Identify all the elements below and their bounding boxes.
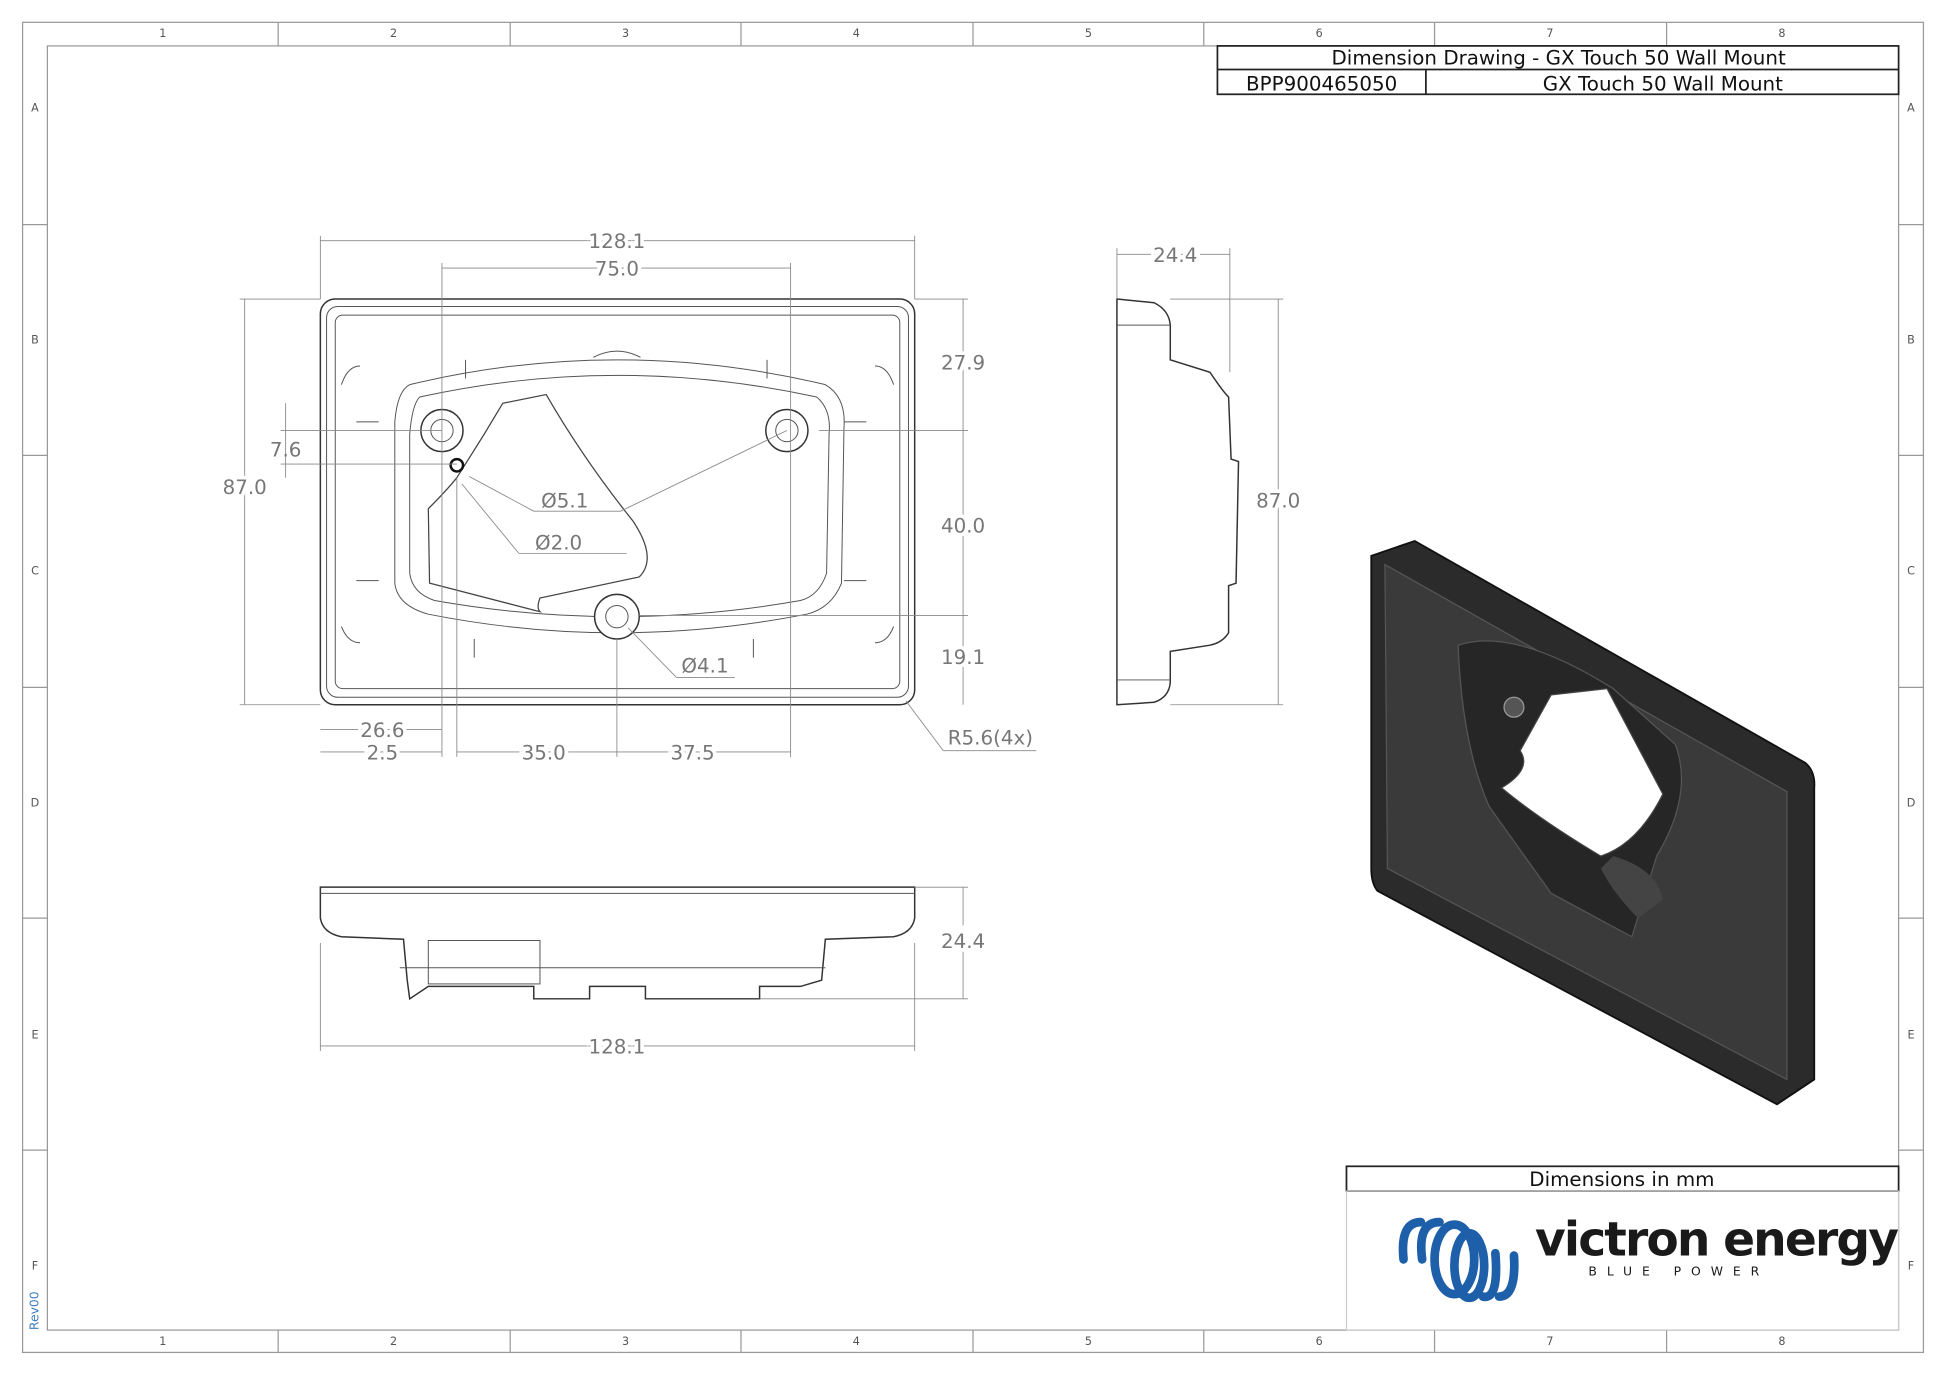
dim-corner-radius: R5.6(4x) — [948, 726, 1033, 749]
part-number: BPP900465050 — [1246, 73, 1397, 96]
dim-left-2-5: 2.5 — [367, 741, 399, 764]
svg-text:6: 6 — [1316, 1335, 1323, 1348]
grid-column-labels-bottom: 1 2 3 4 5 6 7 8 — [159, 1335, 1785, 1348]
dim-overall-height: 87.0 — [223, 476, 267, 499]
svg-text:1: 1 — [159, 27, 166, 40]
victron-logo: victron energy BLUE POWER — [1398, 1213, 1900, 1303]
svg-text:4: 4 — [853, 27, 860, 40]
dim-hole-spacing: 75.0 — [595, 257, 639, 280]
dim-hole-5-1: Ø5.1 — [541, 489, 588, 512]
svg-text:E: E — [1907, 1029, 1914, 1042]
dim-top-27-9: 27.9 — [941, 352, 985, 375]
svg-text:3: 3 — [622, 27, 629, 40]
units-note: Dimensions in mm — [1529, 1168, 1714, 1191]
logo-tagline: BLUE POWER — [1588, 1263, 1769, 1278]
grid-column-labels-top: 1 2 3 4 5 6 7 8 — [159, 27, 1785, 40]
svg-text:C: C — [31, 564, 39, 577]
svg-text:C: C — [1907, 564, 1915, 577]
dim-bottom-depth: 24.4 — [941, 930, 985, 953]
revision-label: Rev00 — [27, 1291, 42, 1330]
bottom-view: 24.4 128.1 — [319, 886, 989, 1062]
sheet-border — [21, 21, 1925, 1354]
part-name: GX Touch 50 Wall Mount — [1543, 73, 1783, 96]
svg-text:D: D — [1907, 796, 1916, 809]
dim-hole-2-0: Ø2.0 — [535, 532, 582, 555]
dim-side-height: 87.0 — [1256, 489, 1300, 512]
svg-text:1: 1 — [159, 1335, 166, 1348]
svg-text:D: D — [31, 796, 40, 809]
svg-text:5: 5 — [1085, 27, 1092, 40]
front-view: 128.1 75.0 87.0 7.6 27.9 40.0 19.1 26.6 … — [219, 226, 1037, 768]
svg-text:2: 2 — [390, 27, 397, 40]
svg-text:5: 5 — [1085, 1335, 1092, 1348]
dim-x-35: 35.0 — [522, 741, 566, 764]
dim-hole-4-1: Ø4.1 — [681, 654, 728, 677]
dim-offset-7-6: 7.6 — [270, 439, 302, 462]
svg-text:4: 4 — [853, 1335, 860, 1348]
svg-text:F: F — [32, 1259, 38, 1272]
svg-text:A: A — [31, 102, 39, 115]
svg-text:6: 6 — [1316, 27, 1323, 40]
dim-overall-width: 128.1 — [588, 230, 645, 253]
side-view: 24.4 87.0 — [1116, 240, 1304, 706]
svg-text:7: 7 — [1546, 27, 1553, 40]
coil-icon — [1398, 1217, 1519, 1303]
dim-mid-40: 40.0 — [941, 514, 985, 537]
svg-text:A: A — [1907, 102, 1915, 115]
svg-text:B: B — [31, 334, 39, 347]
svg-text:2: 2 — [390, 1335, 397, 1348]
drawing-title: Dimension Drawing - GX Touch 50 Wall Mou… — [1332, 47, 1786, 70]
grid-row-labels-left: A B C D E F — [31, 102, 40, 1273]
svg-text:F: F — [1908, 1259, 1914, 1272]
dim-bottom-19-1: 19.1 — [941, 646, 985, 669]
notes-block: Dimensions in mm — [1345, 1165, 1900, 1331]
svg-text:3: 3 — [622, 1335, 629, 1348]
dim-bottom-width: 128.1 — [588, 1035, 645, 1058]
svg-text:B: B — [1907, 334, 1915, 347]
svg-text:7: 7 — [1546, 1335, 1553, 1348]
grid-row-labels-right: A B C D E F — [1907, 102, 1916, 1273]
dim-side-depth: 24.4 — [1153, 244, 1197, 267]
isometric-view — [1370, 539, 1816, 1106]
svg-text:8: 8 — [1778, 27, 1785, 40]
dim-x-37-5: 37.5 — [670, 741, 714, 764]
svg-text:8: 8 — [1778, 1335, 1785, 1348]
logo-brand: victron energy — [1535, 1213, 1898, 1268]
svg-text:E: E — [31, 1029, 38, 1042]
dim-left-26-6: 26.6 — [360, 719, 404, 742]
title-block: Dimension Drawing - GX Touch 50 Wall Mou… — [1216, 45, 1900, 96]
